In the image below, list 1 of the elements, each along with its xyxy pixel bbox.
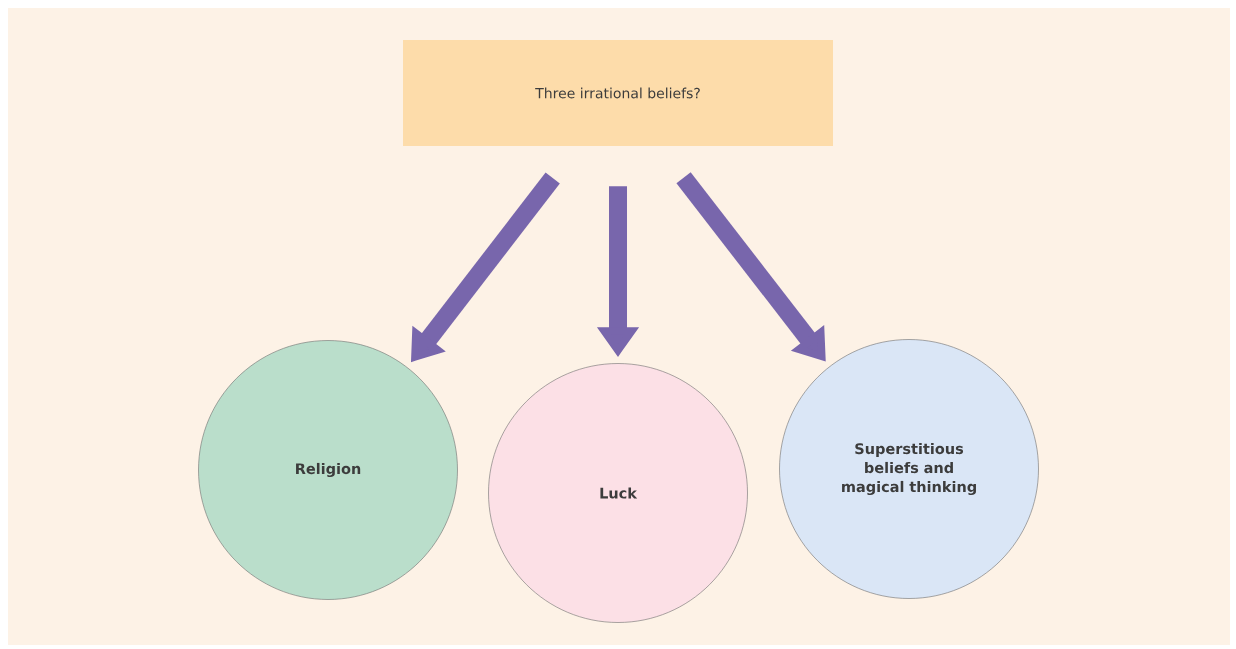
title-box: Three irrational beliefs?: [403, 40, 833, 146]
